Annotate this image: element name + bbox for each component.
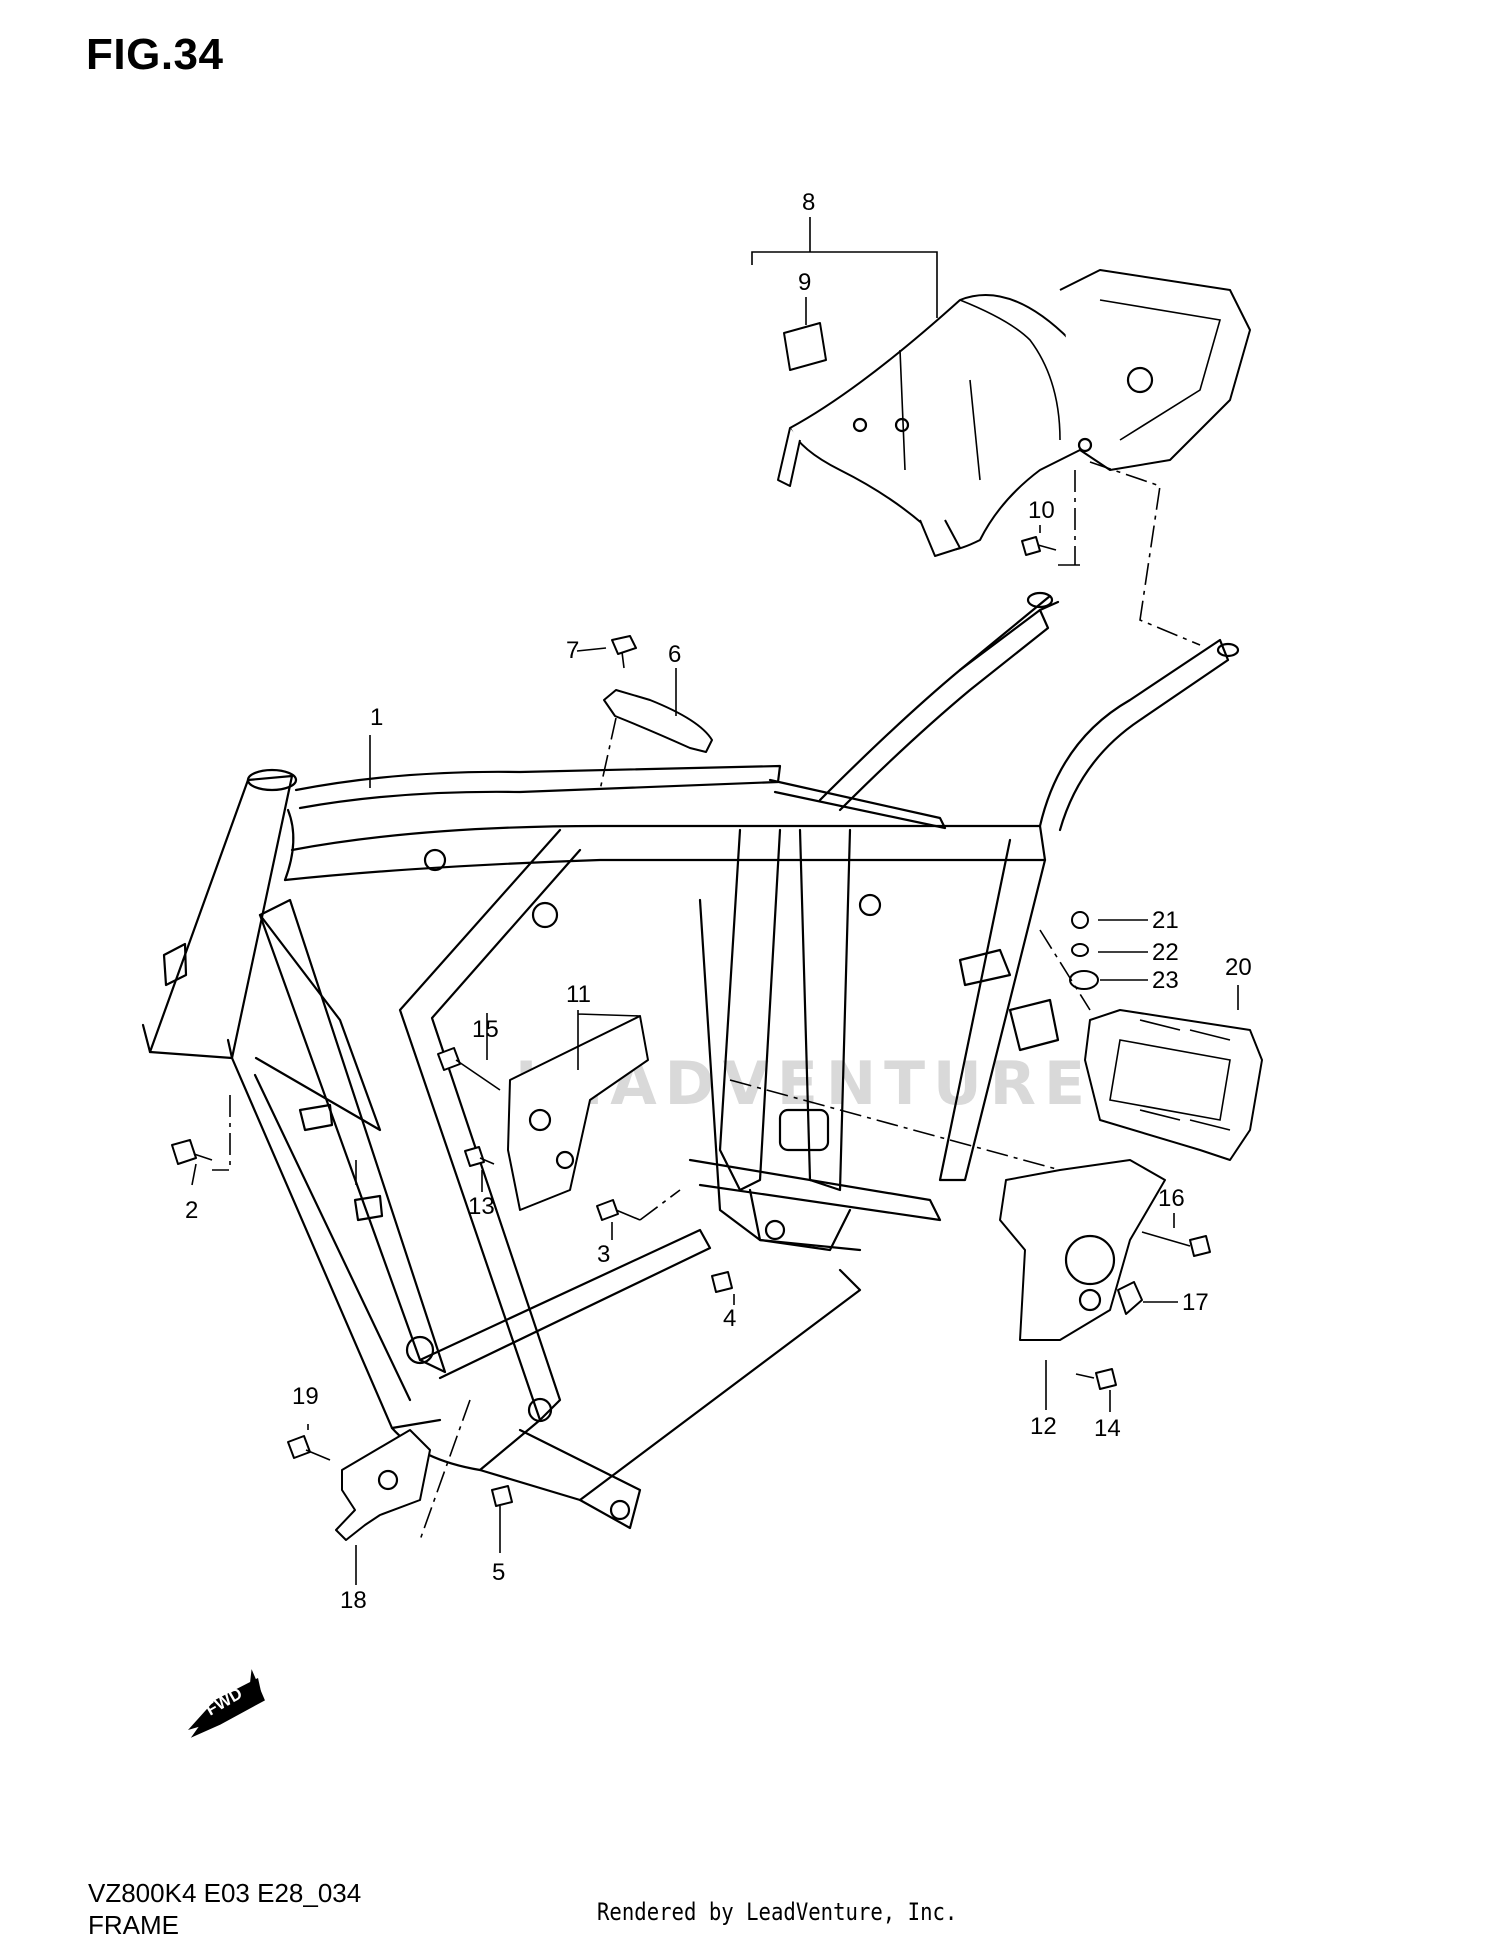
grommet-21 [1071, 911, 1089, 929]
callout-20: 20 [1225, 954, 1252, 981]
section-name: FRAME [88, 1910, 179, 1940]
bracket-6 [603, 689, 713, 753]
callout-4: 4 [723, 1305, 736, 1332]
callout-18: 18 [340, 1587, 367, 1614]
render-credit: Rendered by LeadVenture, Inc. [597, 1898, 958, 1926]
bolt-13 [464, 1146, 495, 1167]
callout-11: 11 [566, 981, 591, 1008]
bolt-7 [611, 635, 637, 669]
bolt-5 [491, 1485, 513, 1520]
callout-8: 8 [802, 189, 815, 216]
bolt-19 [287, 1435, 331, 1461]
callout-1: 1 [370, 704, 383, 731]
callout-12: 12 [1030, 1413, 1057, 1440]
cushion-23 [1069, 970, 1099, 990]
callout-21: 21 [1152, 907, 1179, 934]
collar-22 [1071, 943, 1089, 957]
frame-assembly [141, 591, 1240, 1530]
callout-3: 3 [597, 1241, 610, 1268]
callout-15: 15 [472, 1016, 499, 1043]
bolt-16 [1141, 1231, 1211, 1257]
bolt-3 [596, 1199, 641, 1221]
battery-holder-20 [1084, 1009, 1263, 1161]
cover-12 [999, 1159, 1166, 1341]
callout-6: 6 [668, 641, 681, 668]
model-code: VZ800K4 E03 E28_034 [88, 1878, 362, 1908]
callout-14: 14 [1094, 1415, 1121, 1442]
bracket-18 [335, 1429, 431, 1541]
cap-17 [1117, 1281, 1143, 1315]
callout-9: 9 [798, 269, 811, 296]
bolt-14 [1075, 1368, 1117, 1390]
rear-fender [777, 269, 1251, 557]
callout-13: 13 [468, 1193, 495, 1220]
bolt-15 [437, 1047, 501, 1091]
bolt-2 [171, 1139, 213, 1165]
callout-10: 10 [1028, 497, 1055, 524]
nut-4 [711, 1271, 733, 1293]
callout-22: 22 [1152, 939, 1179, 966]
callout-2: 2 [185, 1197, 198, 1224]
callout-23: 23 [1152, 967, 1179, 994]
callout-19: 19 [292, 1383, 319, 1410]
bolt-10 [1021, 536, 1057, 556]
cover-11 [507, 1015, 649, 1211]
callout-16: 16 [1158, 1185, 1185, 1212]
callout-17: 17 [1182, 1289, 1209, 1316]
caution-label [783, 322, 827, 371]
callout-5: 5 [492, 1559, 505, 1586]
forward-arrow-icon: FWD [188, 1669, 265, 1738]
leader-lines [191, 217, 1239, 1585]
callout-numbers: 1 2 3 4 5 6 7 8 9 10 11 12 13 14 15 16 1… [185, 189, 1252, 1614]
figure-title: FIG.34 [86, 30, 224, 79]
callout-7: 7 [566, 637, 579, 664]
